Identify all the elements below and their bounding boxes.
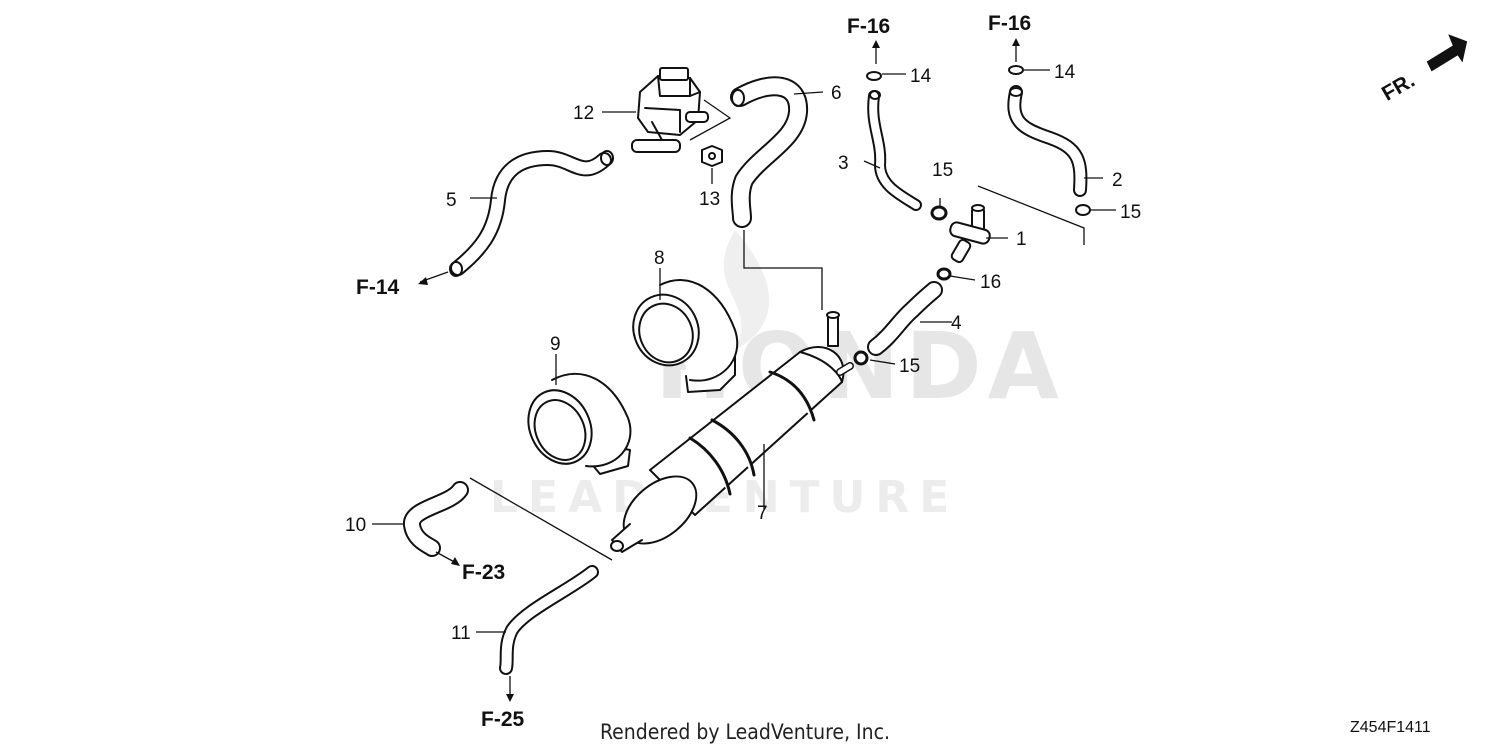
callout-14: 14	[1054, 62, 1076, 83]
callout-2: 2	[1112, 170, 1123, 191]
flame-watermark	[723, 230, 770, 350]
bracket-9	[527, 372, 632, 475]
ref-f25: F-25	[481, 708, 525, 731]
clamp-15	[853, 204, 1091, 366]
callout-15: 15	[1120, 202, 1141, 223]
callout-4: 4	[951, 313, 962, 334]
callout-16: 16	[980, 272, 1001, 293]
callout-11: 11	[451, 623, 471, 644]
front-direction-arrow: FR.	[1378, 34, 1468, 106]
ref-f16: F-16	[847, 15, 890, 38]
hose-11	[499, 565, 599, 675]
callout-12: 12	[573, 103, 594, 124]
hose-5	[449, 150, 614, 277]
callout-15: 15	[899, 356, 920, 377]
hose-4	[867, 281, 943, 356]
callout-5: 5	[446, 190, 457, 211]
footer-credit: Rendered by LeadVenture, Inc.	[600, 720, 890, 744]
section-refs: F-16 F-16 F-14 F-23 F-25	[356, 12, 1031, 731]
callout-13: 13	[699, 189, 720, 210]
arrowheads	[418, 38, 1020, 702]
hose-10	[403, 481, 469, 557]
callout-14: 14	[910, 66, 932, 87]
callout-1: 1	[1016, 229, 1027, 250]
callout-3: 3	[838, 153, 849, 174]
ref-f14: F-14	[356, 276, 400, 299]
diagram-code: Z454F1411	[1350, 719, 1431, 736]
callout-6: 6	[831, 83, 842, 104]
callout-8: 8	[654, 248, 665, 269]
ref-f23: F-23	[462, 561, 505, 584]
direction-label: FR.	[1378, 69, 1419, 106]
callout-15: 15	[932, 160, 953, 181]
callout-7: 7	[757, 503, 768, 524]
nut-13	[701, 145, 723, 167]
bracket-8	[632, 279, 739, 393]
three-way-joint-1	[949, 204, 991, 264]
callout-10: 10	[345, 515, 366, 536]
canister-7	[610, 311, 854, 553]
purge-valve-12	[631, 67, 709, 153]
hose-6	[730, 76, 808, 228]
callout-9: 9	[550, 334, 561, 355]
clamp-14	[866, 65, 1024, 81]
ref-f16: F-16	[988, 12, 1031, 35]
hose-3	[867, 90, 922, 211]
hose-2	[1007, 85, 1088, 197]
callouts: 1 2 3 4 5 6 7 8 9 10 11 12 13 14 14 15 1…	[345, 62, 1141, 644]
